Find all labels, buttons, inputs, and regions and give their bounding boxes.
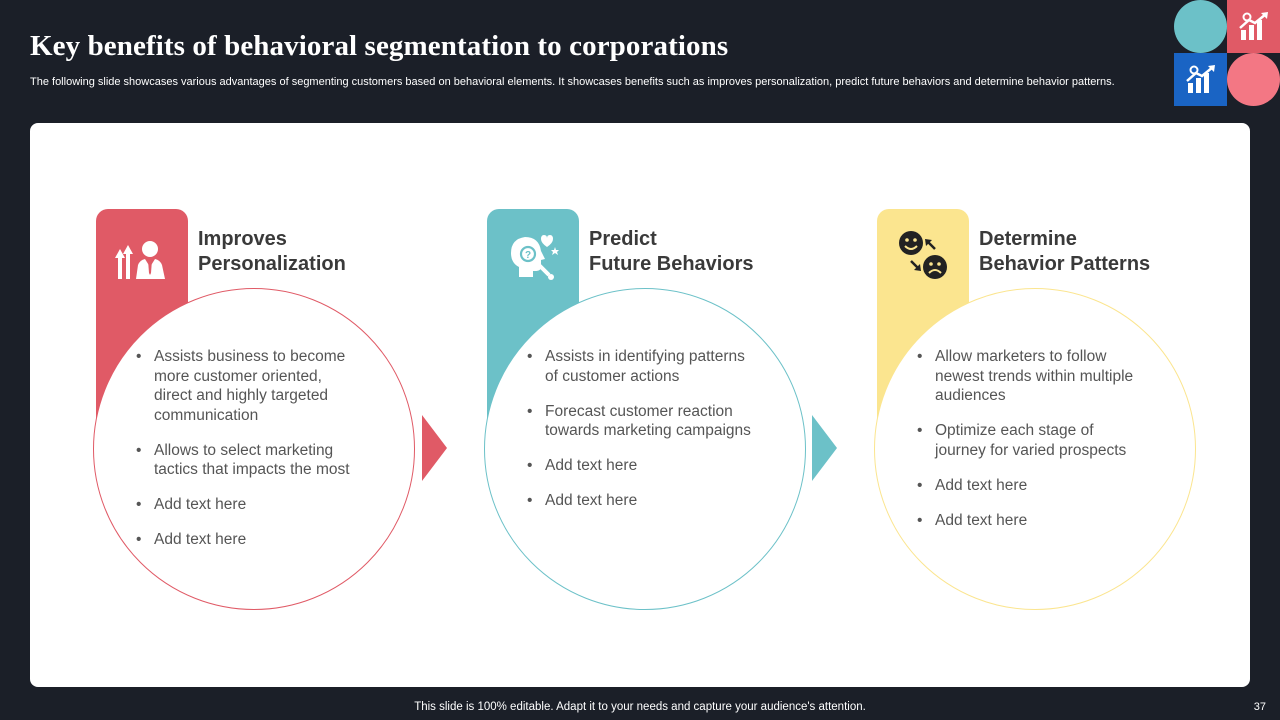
bullet-list: Assists in identifying patterns of custo… [525, 347, 755, 526]
growth-chart-icon [1185, 64, 1215, 93]
happy-sad-faces-icon [899, 231, 947, 279]
slide-title: Key benefits of behavioral segmentation … [30, 30, 729, 62]
list-item: Add text here [915, 511, 1145, 531]
list-item: Add text here [915, 476, 1145, 496]
list-item: Optimize each stage of journey for varie… [915, 421, 1145, 460]
head-question-icon: ? [511, 235, 559, 280]
corner-pink-circle [1227, 53, 1280, 106]
list-item: Forecast customer reaction towards marke… [525, 402, 755, 441]
list-item: Assists business to become more customer… [134, 347, 364, 425]
bullet-list: Allow marketers to follow newest trends … [915, 347, 1145, 546]
bullet-list: Assists business to become more customer… [134, 347, 364, 565]
card-heading: Improves Personalization [198, 228, 346, 275]
corner-blue-square [1174, 53, 1227, 106]
benefit-card-patterns: Determine Behavior Patterns Allow market… [841, 209, 1201, 611]
svg-text:?: ? [525, 250, 531, 261]
list-item: Add text here [525, 491, 755, 511]
slide-subtitle: The following slide showcases various ad… [30, 76, 1115, 88]
card-heading: Determine Behavior Patterns [979, 228, 1151, 275]
list-item: Allows to select marketing tactics that … [134, 441, 364, 480]
corner-red-square [1227, 0, 1280, 53]
content-panel: Improves Personalization Assists busines… [30, 123, 1250, 687]
page-number: 37 [1253, 701, 1266, 713]
arrow-right [812, 415, 837, 481]
card-heading: Predict Future Behaviors [589, 228, 754, 275]
list-item: Add text here [525, 456, 755, 476]
benefit-card-personalization: Improves Personalization Assists busines… [60, 209, 420, 611]
list-item: Assists in identifying patterns of custo… [525, 347, 755, 386]
card-circle [484, 288, 806, 610]
list-item: Allow marketers to follow newest trends … [915, 347, 1145, 406]
personalization-growth-icon [115, 241, 165, 279]
growth-chart-icon [1238, 11, 1268, 40]
corner-teal-circle [1174, 0, 1227, 53]
list-item: Add text here [134, 530, 364, 550]
arrow-right [422, 415, 447, 481]
list-item: Add text here [134, 495, 364, 515]
footer-note: This slide is 100% editable. Adapt it to… [414, 701, 866, 713]
benefit-card-predict: ? Predict Future Behaviors Assists in id… [451, 209, 811, 611]
